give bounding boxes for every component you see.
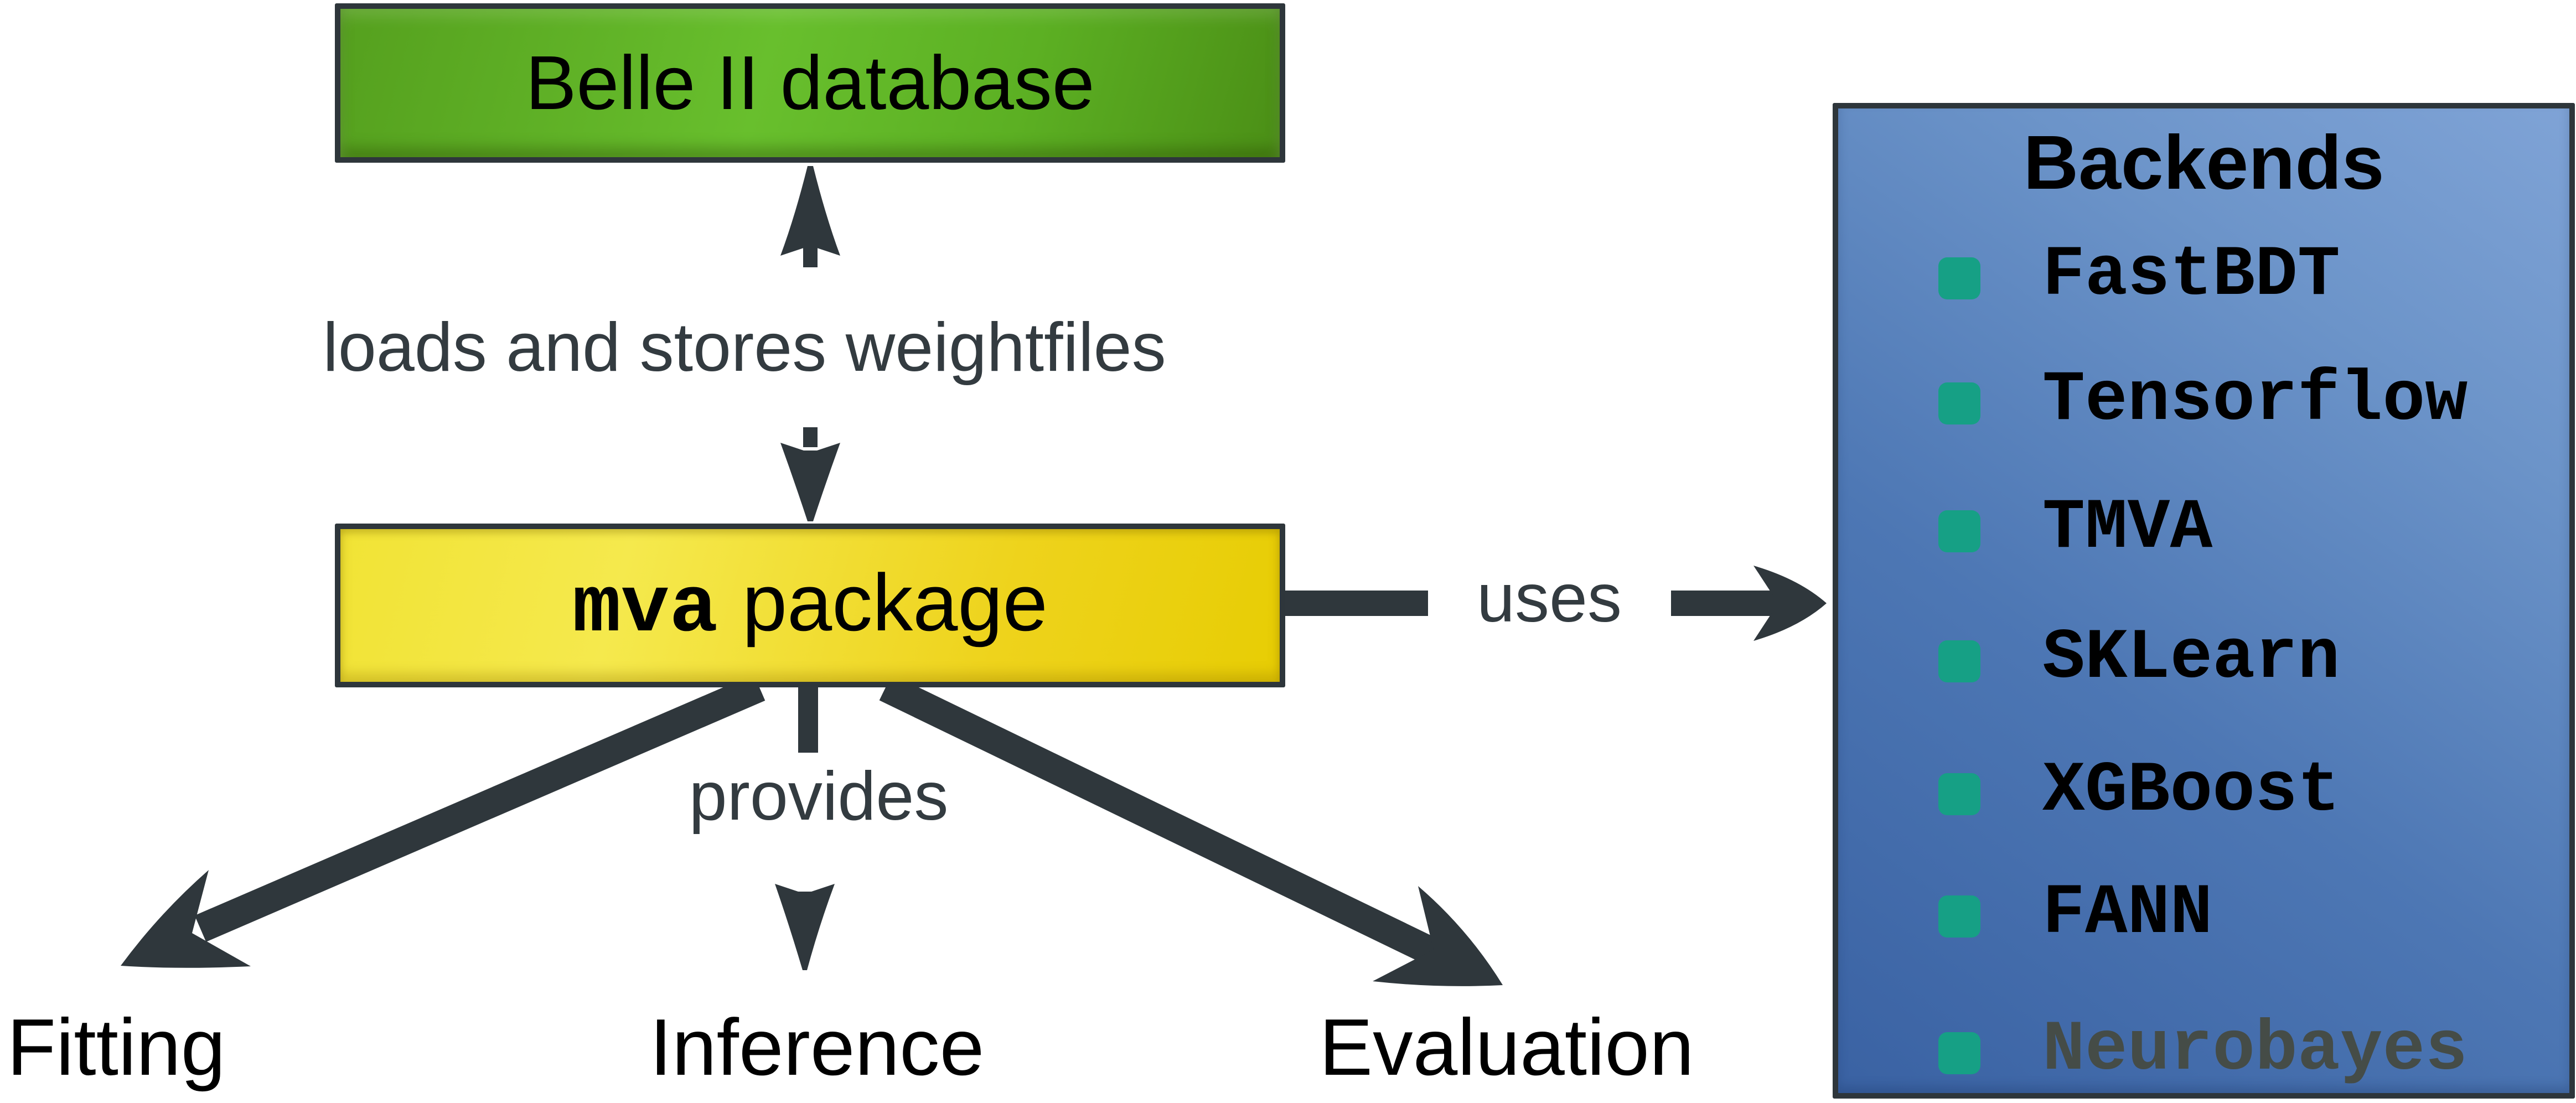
- backends-title: Backends: [2023, 120, 2384, 205]
- bullet-square-icon: [1938, 895, 1980, 938]
- backend-label: XGBoost: [2042, 751, 2340, 831]
- output-label-fitting: Fitting: [7, 1002, 226, 1092]
- bullet-square-icon: [1938, 510, 1980, 552]
- backend-item-tensorflow: Tensorflow: [1938, 359, 2468, 442]
- output-label-evaluation: Evaluation: [1319, 1002, 1694, 1092]
- backend-label: SKLearn: [2042, 618, 2340, 698]
- backend-label: FANN: [2042, 873, 2213, 954]
- backend-label: Tensorflow: [2042, 360, 2468, 441]
- arrow-uses-head-icon: [1753, 566, 1827, 641]
- arrow-evaluation-shaft: [879, 674, 1450, 971]
- belle2-database-label: Belle II database: [525, 40, 1095, 126]
- node-belle2-database: Belle II database: [335, 3, 1285, 163]
- arrow-evaluation-head-icon: [1373, 886, 1503, 986]
- backend-label: Neurobayes: [2042, 1010, 2468, 1090]
- backend-item-fastbdt: FastBDT: [1938, 234, 2340, 317]
- mva-label-mono: mva: [572, 562, 718, 655]
- output-label-inference: Inference: [649, 1002, 985, 1092]
- bullet-square-icon: [1938, 1032, 1980, 1074]
- mva-label-sans: package: [742, 557, 1048, 648]
- arrow-up-to-database-icon: [780, 166, 840, 256]
- bullet-square-icon: [1938, 382, 1980, 424]
- edge-label-loads-stores: loads and stores weightfiles: [323, 309, 1166, 386]
- backend-item-tmva: TMVA: [1938, 487, 2212, 570]
- arrow-fitting-shaft: [194, 674, 765, 942]
- bullet-square-icon: [1938, 640, 1980, 682]
- arrow-down-to-mva-icon: [780, 443, 840, 521]
- edge-label-uses: uses: [1477, 560, 1622, 636]
- arrow-provides-stub: [798, 686, 818, 753]
- edge-label-provides: provides: [689, 758, 949, 835]
- arrow-down-shaft: [803, 427, 818, 447]
- backend-item-xgboost: XGBoost: [1938, 750, 2340, 833]
- arrow-up-shaft: [803, 246, 818, 267]
- arrow-uses-bar-left: [1285, 591, 1428, 616]
- arrow-provides-head-icon: [775, 884, 835, 970]
- backend-item-fann: FANN: [1938, 872, 2212, 955]
- backend-item-sklearn: SKLearn: [1938, 617, 2340, 700]
- backend-label: TMVA: [2042, 488, 2213, 568]
- bullet-square-icon: [1938, 257, 1980, 299]
- arrow-uses-bar-right: [1671, 591, 1776, 616]
- backend-label: FastBDT: [2042, 235, 2340, 315]
- bullet-square-icon: [1938, 773, 1980, 815]
- backend-item-neurobayes: Neurobayes: [1938, 1009, 2468, 1092]
- arrow-fitting-head-icon: [121, 870, 251, 968]
- node-mva-package: mva package: [335, 524, 1285, 687]
